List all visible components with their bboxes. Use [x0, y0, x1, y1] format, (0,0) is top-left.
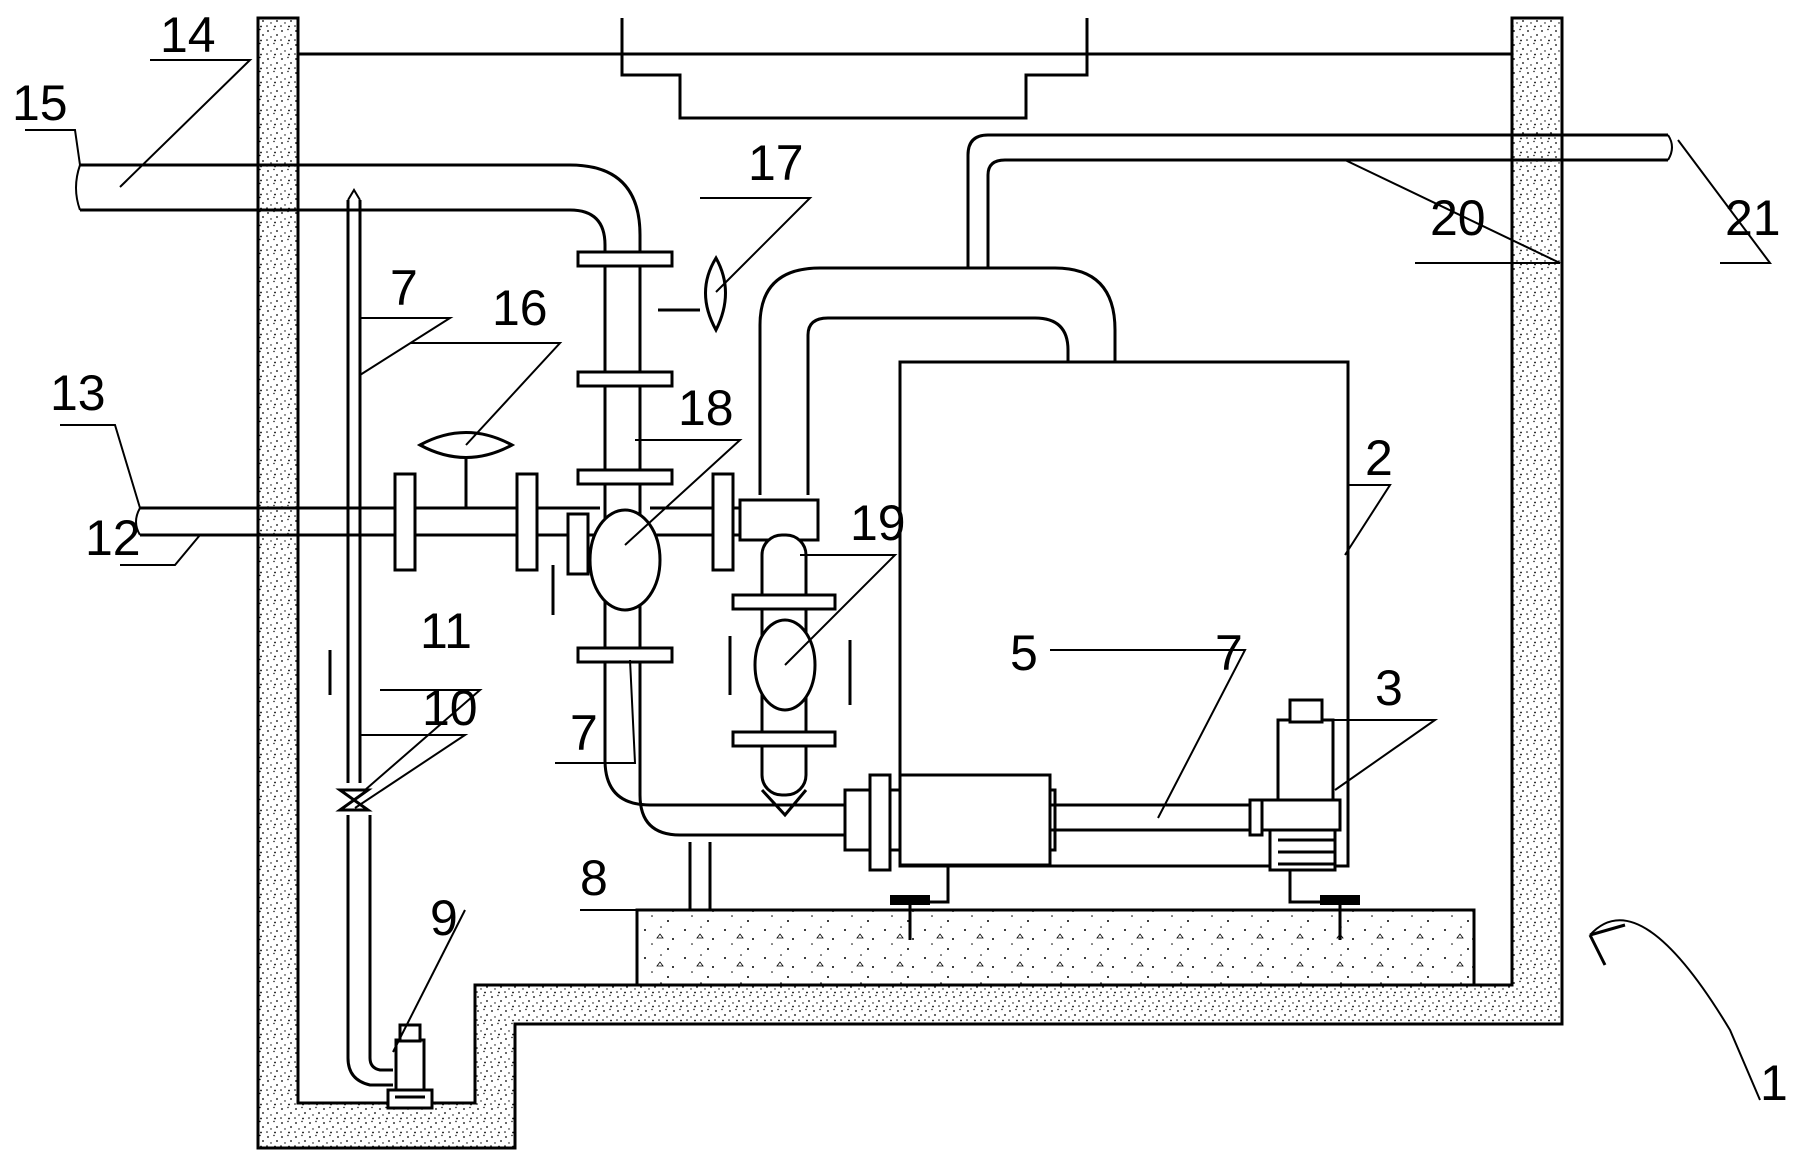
tank: [898, 360, 1350, 868]
tank-return-pipe: [758, 266, 1117, 495]
pit-wall: [256, 16, 1564, 1150]
label-15: 15: [12, 75, 68, 131]
label-18: 18: [678, 380, 734, 436]
label-7c: 7: [570, 705, 598, 761]
label-10: 10: [422, 680, 478, 736]
suction-pipe: [1050, 803, 1250, 832]
pipe-support-8: [688, 842, 712, 910]
label-7b: 7: [1215, 625, 1243, 681]
label-16: 16: [492, 280, 548, 336]
pressure-gauge-16: [416, 431, 516, 508]
outlet-pipe-top: [966, 133, 1673, 268]
motor-5: [843, 773, 1057, 872]
label-1: 1: [1760, 1055, 1788, 1111]
pit-cover: [298, 18, 1512, 120]
sump-pump-9: [386, 1023, 434, 1110]
drain-riser: [328, 188, 393, 1087]
label-20: 20: [1430, 190, 1486, 246]
branch-pipe-19: [728, 533, 852, 818]
vertical-pipe-flanges: [576, 250, 674, 664]
label-21: 21: [1725, 190, 1781, 246]
label-5: 5: [1010, 625, 1038, 681]
valve-18: [588, 508, 662, 612]
label-13: 13: [50, 365, 106, 421]
pump-3: [1248, 698, 1342, 872]
label-11: 11: [420, 603, 472, 659]
label-14: 14: [160, 7, 216, 63]
pressure-gauge-17: [658, 255, 727, 334]
inlet-pipe-upper: [75, 163, 845, 837]
motor-brackets: [890, 866, 1360, 940]
base-slab: [635, 908, 1476, 987]
leader-lines: [25, 59, 1772, 1101]
label-8: 8: [580, 850, 608, 906]
label-9: 9: [430, 890, 458, 946]
label-3: 3: [1375, 660, 1403, 716]
label-12: 12: [85, 510, 141, 566]
inlet-pipe-middle: [135, 472, 818, 615]
label-17: 17: [748, 135, 804, 191]
tee-junction: [738, 498, 820, 542]
label-19: 19: [850, 495, 906, 551]
label-2: 2: [1365, 430, 1393, 486]
label-7a: 7: [390, 260, 418, 316]
